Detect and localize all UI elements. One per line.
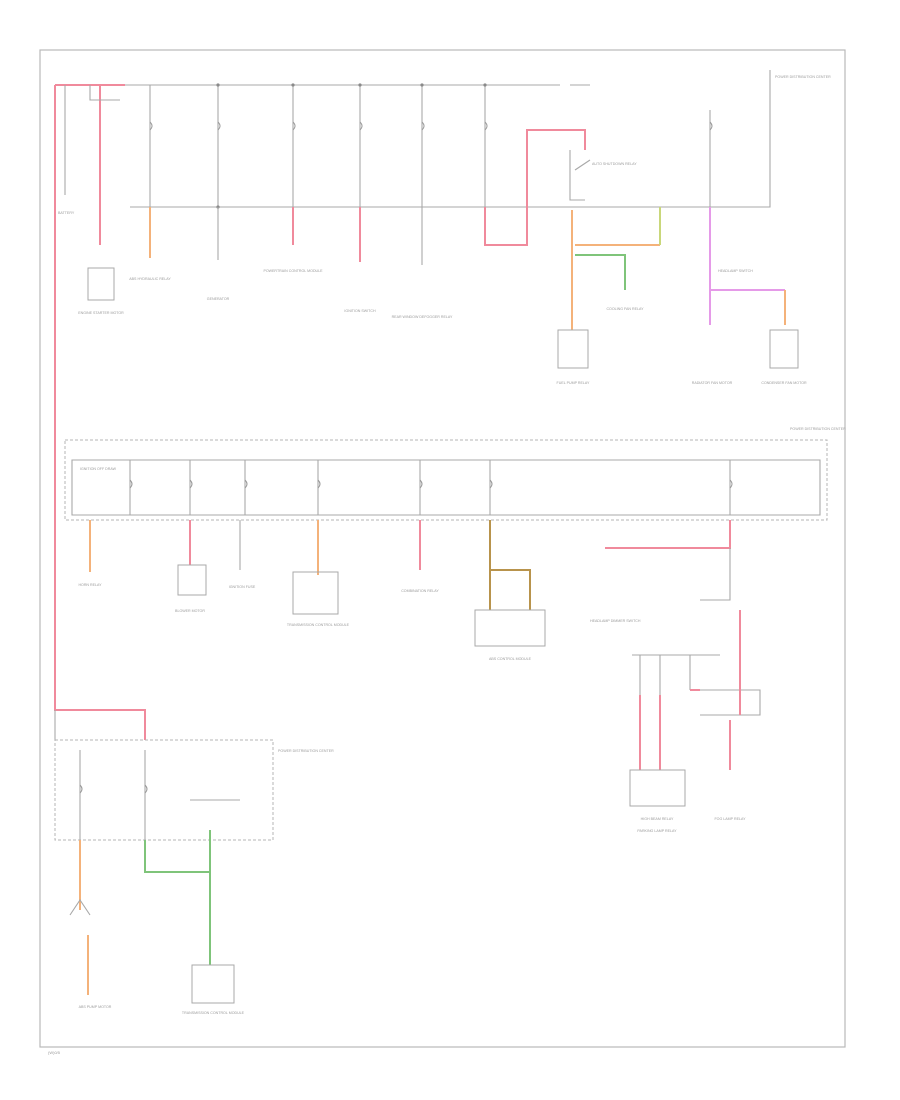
condenser-fan-motor (769, 329, 799, 369)
label-power-dist-top: POWER DISTRIBUTION CENTER (775, 75, 831, 79)
svg-text:POWER DISTRIBUTION CENTER: POWER DISTRIBUTION CENTER (790, 427, 846, 431)
wire-horn (605, 520, 731, 549)
power-distribution-center-mid (64, 439, 828, 521)
engine-starter-motor (87, 267, 115, 301)
wire-tcm (144, 830, 211, 965)
mid-fuses (129, 460, 733, 515)
svg-text:POWER DISTRIBUTION CENTER: POWER DISTRIBUTION CENTER (278, 749, 334, 753)
signature-code: (W)0/5 (48, 1050, 61, 1055)
svg-text:TRANSMISSION CONTROL MODULE: TRANSMISSION CONTROL MODULE (182, 1011, 245, 1015)
svg-text:HEADLAMP DIMMER SWITCH: HEADLAMP DIMMER SWITCH (590, 619, 641, 623)
svg-text:COMBINATION RELAY: COMBINATION RELAY (401, 589, 439, 593)
svg-text:AUTO SHUTDOWN RELAY: AUTO SHUTDOWN RELAY (592, 162, 637, 166)
svg-text:ABS HYDRAULIC RELAY: ABS HYDRAULIC RELAY (129, 277, 171, 281)
svg-text:POWERTRAIN CONTROL MODULE: POWERTRAIN CONTROL MODULE (263, 269, 323, 273)
svg-text:HIGH BEAM RELAY: HIGH BEAM RELAY (641, 817, 674, 821)
svg-text:BLOWER MOTOR: BLOWER MOTOR (175, 609, 205, 613)
svg-text:ABS PUMP MOTOR: ABS PUMP MOTOR (79, 1005, 112, 1009)
wire-fan-violet (709, 207, 785, 325)
transmission-control-module (191, 964, 235, 1004)
top-fuses (149, 83, 713, 209)
high-beam-relay (629, 769, 686, 807)
svg-text:HEADLAMP SWITCH: HEADLAMP SWITCH (718, 269, 753, 273)
wire-fuel-pump-loop (484, 129, 586, 246)
wire-fog-lamp (729, 610, 741, 770)
svg-text:IGNITION OFF DRAW: IGNITION OFF DRAW (80, 467, 117, 471)
svg-text:GENERATOR: GENERATOR (207, 297, 230, 301)
diagram-frame (39, 49, 846, 1048)
wire-cooling-fan (575, 254, 626, 290)
wire-main-feed (54, 85, 146, 740)
power-distribution-center-low (54, 739, 274, 841)
svg-text:RADIATOR FAN MOTOR: RADIATOR FAN MOTOR (692, 381, 733, 385)
fuel-pump-module (557, 329, 589, 369)
svg-text:ENGINE STARTER MOTOR: ENGINE STARTER MOTOR (78, 311, 124, 315)
blower-motor-box (177, 564, 207, 596)
svg-text:IGNITION SWITCH: IGNITION SWITCH (344, 309, 376, 313)
svg-text:HORN RELAY: HORN RELAY (78, 583, 102, 587)
wire-abs-module (489, 520, 531, 610)
svg-text:CONDENSER FAN MOTOR: CONDENSER FAN MOTOR (761, 381, 807, 385)
label-battery: BATTERY (58, 211, 75, 215)
svg-text:ABS CONTROL MODULE: ABS CONTROL MODULE (489, 657, 532, 661)
svg-text:FOG LAMP RELAY: FOG LAMP RELAY (714, 817, 746, 821)
svg-text:IGNITION FUSE: IGNITION FUSE (229, 585, 256, 589)
svg-text:COOLING FAN RELAY: COOLING FAN RELAY (606, 307, 644, 311)
svg-text:PARKING LAMP RELAY: PARKING LAMP RELAY (637, 829, 677, 833)
abs-control-module (474, 609, 546, 647)
svg-text:TRANSMISSION CONTROL MODULE: TRANSMISSION CONTROL MODULE (287, 623, 350, 627)
power-distribution-center-top (130, 67, 770, 207)
transmission-control-box (292, 571, 339, 615)
svg-text:FUEL PUMP RELAY: FUEL PUMP RELAY (557, 381, 590, 385)
svg-text:REAR WINDOW DEFOGGER RELAY: REAR WINDOW DEFOGGER RELAY (392, 315, 453, 319)
